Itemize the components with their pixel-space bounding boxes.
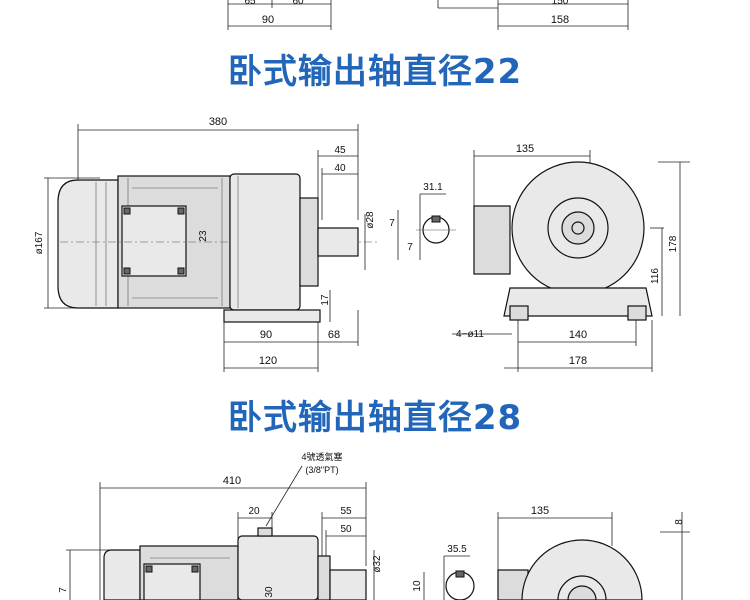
gearbox-flange: [299, 197, 319, 287]
top-partial-drawing: 65 60 90 150 158: [227, 0, 629, 30]
dim-end-holes: 4−ø11: [456, 329, 484, 340]
gearbox: [229, 173, 301, 311]
dim-foot-120: 120: [259, 355, 277, 367]
dim-150: 150: [552, 0, 569, 7]
dim-30: 30: [264, 586, 275, 598]
heading-shaft-22: 卧式输出轴直径22: [227, 52, 523, 92]
dim-foot-90: 90: [260, 329, 272, 341]
dim-section-10: 10: [412, 580, 423, 592]
dim-base-17: 17: [320, 294, 331, 306]
dim-section-7-upper: 7: [389, 218, 395, 229]
dim-motor-dia-167: ø167: [34, 231, 45, 254]
dim-shaft-50: 50: [340, 524, 352, 535]
dim-end-178-width: 178: [569, 355, 587, 367]
dim-shaft-dia-28: ø28: [365, 211, 376, 229]
dim-60: 60: [292, 0, 304, 7]
dim-section-31-1: 31.1: [423, 182, 443, 193]
dim-7: 7: [58, 587, 69, 593]
vent-plug-sub: (3/8"PT): [305, 465, 338, 475]
gearbox28: [237, 535, 319, 600]
dim-foot-68: 68: [328, 329, 340, 341]
drawing-shaft-28: 4號透氣塞 (3/8"PT) 410 20 55 50 7 ø32 30 35.…: [58, 451, 690, 600]
dim-overall-410: 410: [223, 475, 241, 487]
dim-90: 90: [262, 14, 274, 26]
dim-overall-380: 380: [209, 116, 227, 128]
dim-shaft-dia-32: ø32: [372, 555, 383, 573]
terminal-box: [121, 205, 187, 277]
end-terminal-box: [473, 205, 511, 275]
output-shaft28: [329, 569, 367, 600]
end28-motor-housing: [521, 539, 643, 600]
dim-end28-8: 8: [674, 519, 685, 525]
fan-cover: [57, 179, 119, 309]
dim-end-178-height: 178: [668, 235, 679, 252]
dim-section-7-lower: 7: [407, 242, 413, 253]
vent-plug: [257, 527, 273, 537]
dim-end28-135: 135: [531, 505, 549, 517]
drawing-shaft-22: 380 45 40 ø167 23 ø28 17 90 68 120 31.: [34, 116, 690, 372]
dim-65: 65: [244, 0, 256, 7]
dim-key-23: 23: [198, 230, 209, 242]
dim-158: 158: [551, 14, 569, 26]
dim-shaft-45: 45: [334, 145, 346, 156]
dim-section-35-5: 35.5: [447, 544, 467, 555]
motor28-fan-cover: [103, 549, 141, 600]
base-plate: [223, 309, 321, 323]
dim-end-135: 135: [516, 143, 534, 155]
output-shaft: [317, 227, 359, 257]
dim-end-140: 140: [569, 329, 587, 341]
dim-shaft-55: 55: [340, 506, 352, 517]
dim-end-116: 116: [650, 268, 661, 284]
dim-20: 20: [248, 506, 260, 517]
vent-plug-label: 4號透氣塞: [301, 451, 342, 462]
dim-shaft-40: 40: [334, 163, 346, 174]
end-base: [503, 287, 653, 317]
heading-shaft-28: 卧式输出轴直径28: [227, 398, 523, 438]
